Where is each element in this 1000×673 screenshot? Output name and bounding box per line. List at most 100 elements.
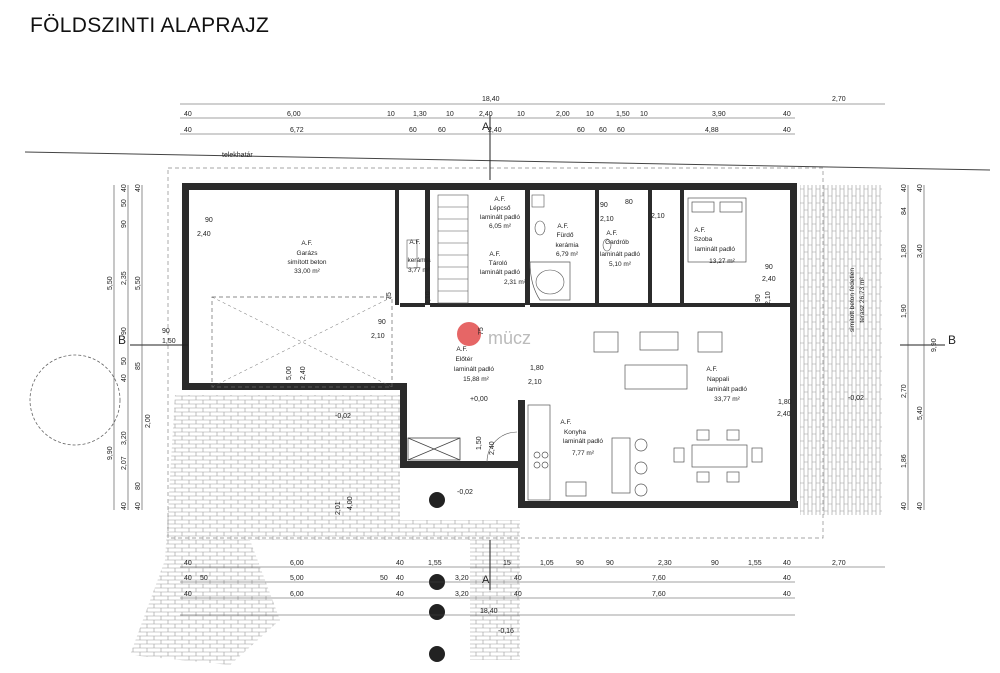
svg-text:2,07: 2,07 (121, 456, 128, 470)
svg-text:laminált padló: laminált padló (454, 366, 494, 373)
svg-text:5,50: 5,50 (135, 276, 142, 290)
section-lines (130, 115, 945, 590)
svg-text:7,60: 7,60 (652, 575, 666, 582)
room-konyha: A.F. Konyha laminált padló 7,77 m² (560, 419, 603, 457)
svg-text:2,10: 2,10 (425, 291, 432, 305)
svg-text:40: 40 (783, 575, 791, 582)
svg-text:5,40: 5,40 (917, 406, 924, 420)
svg-text:2,40: 2,40 (479, 111, 493, 118)
opening-labels: 90 2,40 75 2,10 90 2,10 1,80 2,10 80 2,1… (197, 199, 792, 455)
svg-text:kerámia: kerámia (407, 257, 431, 264)
svg-text:5,50: 5,50 (107, 276, 114, 290)
sofa-set-icon (593, 331, 723, 390)
svg-text:3,20: 3,20 (455, 591, 469, 598)
svg-text:6,72: 6,72 (290, 127, 304, 134)
svg-text:90: 90 (121, 220, 128, 228)
svg-text:2,30: 2,30 (658, 560, 672, 567)
svg-text:laminált padló: laminált padló (480, 214, 520, 221)
svg-text:90: 90 (711, 560, 719, 567)
staircase (437, 194, 469, 304)
svg-text:80: 80 (135, 482, 142, 490)
room-furdo: A.F. Fürdő kerámia 6,79 m² (555, 223, 579, 258)
yard-paving (165, 395, 520, 660)
svg-text:10: 10 (586, 111, 594, 118)
dims-top-row2: 40 6,00 10 1,30 10 2,40 10 2,00 10 1,50 … (184, 111, 791, 118)
roof-outline (167, 167, 824, 539)
svg-text:60: 60 (599, 127, 607, 134)
svg-text:3,40: 3,40 (917, 244, 924, 258)
room-eloter: A.F. Előtér laminált padló 15,88 m² (454, 346, 494, 383)
svg-text:10: 10 (517, 111, 525, 118)
svg-text:2,35: 2,35 (121, 271, 128, 285)
svg-text:A.F.: A.F. (694, 227, 705, 234)
svg-text:7,60: 7,60 (652, 591, 666, 598)
svg-text:A.F.: A.F. (494, 196, 505, 203)
svg-text:2,40: 2,40 (777, 411, 791, 418)
svg-text:33,77 m²: 33,77 m² (714, 396, 740, 403)
svg-text:40: 40 (783, 591, 791, 598)
svg-text:2,31 m²: 2,31 m² (504, 279, 527, 286)
svg-text:simított beton: simított beton (287, 259, 326, 266)
svg-text:2,10: 2,10 (528, 379, 542, 386)
svg-text:laminált padló: laminált padló (695, 246, 735, 253)
svg-text:40: 40 (917, 184, 924, 192)
svg-text:9,90: 9,90 (931, 338, 938, 352)
svg-text:1,55: 1,55 (428, 560, 442, 567)
svg-text:80: 80 (625, 199, 633, 206)
svg-text:laminált padló: laminált padló (600, 251, 640, 258)
dims-bottom-row1: 40 6,00 40 1,55 15 1,05 90 90 2,30 90 1,… (184, 560, 846, 567)
svg-text:75: 75 (386, 292, 393, 300)
svg-text:laminált padló: laminált padló (480, 269, 520, 276)
svg-text:90: 90 (205, 217, 213, 224)
tree-outline (29, 354, 121, 446)
svg-text:2,40: 2,40 (300, 366, 307, 380)
svg-text:2,70: 2,70 (901, 384, 908, 398)
room-szoba: A.F. Szoba laminált padló 13,27 m² (694, 227, 736, 265)
svg-text:3,20: 3,20 (455, 575, 469, 582)
svg-text:40: 40 (135, 502, 142, 510)
svg-text:2,10: 2,10 (600, 216, 614, 223)
svg-text:7,77 m²: 7,77 m² (572, 450, 595, 457)
dim-top-total: 18,40 (482, 96, 500, 103)
svg-text:9,90: 9,90 (107, 446, 114, 460)
svg-text:2,40: 2,40 (762, 276, 776, 283)
svg-text:kerámia: kerámia (555, 242, 579, 249)
svg-text:85: 85 (135, 362, 142, 370)
svg-text:40: 40 (514, 591, 522, 598)
svg-text:laminált padló: laminált padló (563, 438, 603, 445)
svg-text:40: 40 (135, 184, 142, 192)
room-gardrob: A.F. Gardrób laminált padló 5,10 m² (600, 230, 640, 268)
svg-text:90: 90 (378, 319, 386, 326)
svg-text:60: 60 (617, 127, 625, 134)
svg-text:A.F.: A.F. (557, 223, 568, 230)
svg-text:6,00: 6,00 (290, 560, 304, 567)
room-garage: A.F. Garázs simított beton 33,00 m² (287, 240, 326, 275)
svg-text:5,00: 5,00 (286, 366, 293, 380)
svg-text:Lépcső: Lépcső (490, 205, 511, 212)
svg-text:laminált padló: laminált padló (707, 386, 747, 393)
svg-text:1,86: 1,86 (901, 454, 908, 468)
svg-text:Garázs: Garázs (297, 250, 319, 257)
svg-text:Előtér: Előtér (456, 356, 474, 363)
level-yard: -0,02 (335, 413, 351, 420)
room-nappali: A.F. Nappali laminált padló 33,77 m² (706, 366, 747, 403)
svg-text:6,05 m²: 6,05 m² (489, 223, 512, 230)
svg-text:40: 40 (396, 575, 404, 582)
svg-text:A.F.: A.F. (560, 419, 571, 426)
svg-text:1,50: 1,50 (476, 436, 483, 450)
svg-text:Szoba: Szoba (694, 236, 713, 243)
svg-text:90: 90 (576, 560, 584, 567)
dims-bottom-row2: 40 50 5,00 50 40 3,20 40 7,60 40 (184, 575, 791, 582)
svg-text:90: 90 (606, 560, 614, 567)
svg-text:40: 40 (121, 502, 128, 510)
svg-text:A.F.: A.F. (301, 240, 312, 247)
boundary-label: telekhatár (222, 152, 253, 159)
room-wc: A.F. kerámia 3,77 m² (407, 239, 431, 274)
terrace-paving (800, 185, 882, 515)
svg-text:90: 90 (755, 294, 762, 302)
svg-text:2,10: 2,10 (651, 213, 665, 220)
svg-text:90: 90 (600, 202, 608, 209)
svg-text:6,79 m²: 6,79 m² (556, 251, 579, 258)
driveway-paving (130, 540, 280, 665)
